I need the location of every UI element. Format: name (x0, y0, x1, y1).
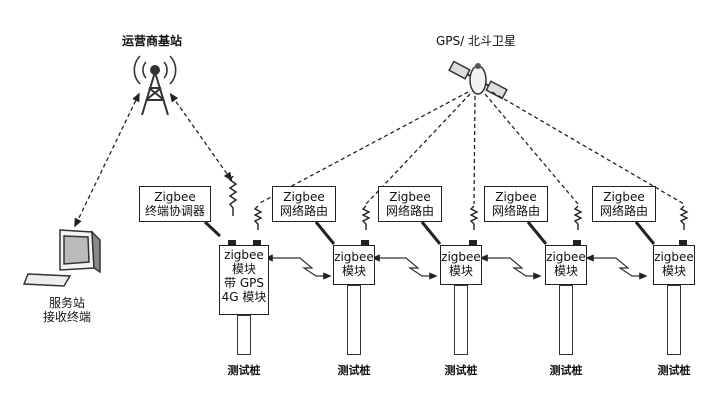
router-label-box: Zigbee 网络路由 (272, 186, 336, 222)
cell-tower-icon (133, 55, 177, 116)
test-pile-label: 测试桩 (444, 364, 478, 377)
zigbee-router-module: zigbee 模块 (653, 245, 695, 285)
router-label-box: Zigbee 网络路由 (592, 186, 656, 222)
server-label: 服务站 接收终端 (42, 296, 91, 324)
zigbee-router-module: zigbee 模块 (440, 245, 482, 285)
satellite-icon (448, 60, 508, 100)
coordinator-label-box: Zigbee 终端协调器 (139, 186, 211, 222)
zigbee-router-module: zigbee 模块 (545, 245, 587, 285)
base-station-label: 运营商基站 (122, 34, 183, 48)
antenna-icons (228, 175, 689, 230)
zigbee-router-module: zigbee 模块 (333, 245, 375, 285)
router-label-box: Zigbee 网络路由 (378, 186, 442, 222)
computer-terminal-icon (22, 229, 101, 287)
test-pile-post (667, 285, 681, 355)
test-pile-label: 测试桩 (227, 364, 261, 377)
test-pile-post (237, 315, 251, 355)
test-pile-label: 测试桩 (657, 364, 691, 377)
test-pile-post (454, 285, 468, 355)
satellite-label: GPS/ 北斗卫星 (436, 34, 517, 48)
test-pile-post (347, 285, 361, 355)
test-pile-label: 测试桩 (549, 364, 583, 377)
router-label-box: Zigbee 网络路由 (484, 186, 548, 222)
test-pile-label: 测试桩 (337, 364, 371, 377)
test-pile-post (559, 285, 573, 355)
zigbee-gps-4g-module: zigbee 模块 带 GPS 4G 模块 (219, 245, 269, 315)
